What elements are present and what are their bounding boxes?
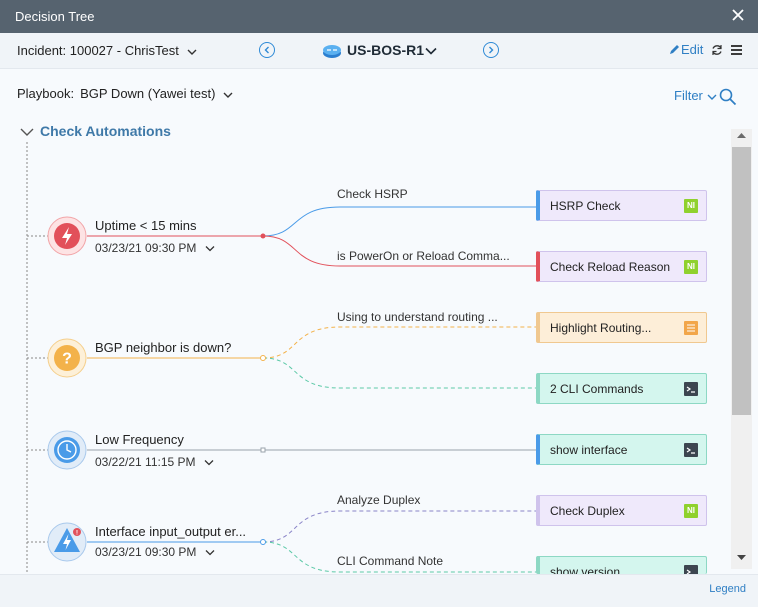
node-title[interactable]: BGP neighbor is down? — [95, 340, 232, 355]
chevron-down-icon — [707, 94, 717, 100]
svg-text:!: ! — [76, 531, 78, 537]
node-time: 03/23/21 09:30 PM — [95, 545, 197, 559]
chevron-down-icon — [187, 49, 196, 55]
chevron-down-icon[interactable] — [425, 47, 437, 55]
ni-icon: NI — [684, 504, 698, 518]
question-node-icon[interactable]: ? — [47, 338, 87, 378]
header-bar: Incident: 100027 - ChrisTest US-BOS-R1 E… — [0, 33, 758, 69]
edge-label: Analyze Duplex — [337, 493, 421, 507]
scrollbar-thumb[interactable] — [732, 147, 751, 415]
chevron-down-icon — [205, 550, 215, 556]
node-time-selector[interactable]: 03/23/21 09:30 PM — [95, 545, 215, 559]
action-label: HSRP Check — [550, 199, 621, 213]
node-time-selector[interactable]: 03/23/21 09:30 PM — [95, 241, 215, 255]
action-label: Highlight Routing... — [550, 321, 652, 335]
action-check-duplex[interactable]: Check Duplex NI — [536, 495, 707, 526]
device-name[interactable]: US-BOS-R1 — [347, 42, 425, 58]
edit-label: Edit — [681, 42, 704, 57]
footer-bar: Legend — [0, 574, 758, 607]
section-title: Check Automations — [40, 123, 171, 139]
next-device-button[interactable] — [483, 42, 499, 58]
action-2-cli-commands[interactable]: 2 CLI Commands — [536, 373, 707, 404]
chevron-down-icon — [204, 460, 214, 466]
chevron-down-icon — [205, 246, 215, 252]
decision-tree-panel: Playbook: BGP Down (Yawei test) Filter Ch… — [0, 69, 758, 579]
vertical-scrollbar[interactable] — [731, 129, 752, 569]
action-highlight-routing[interactable]: Highlight Routing... — [536, 312, 707, 343]
node-time: 03/23/21 09:30 PM — [95, 241, 197, 255]
chevron-right-icon — [489, 46, 494, 54]
playbook-selector[interactable]: Playbook: BGP Down (Yawei test) — [17, 86, 233, 101]
scroll-up-arrow-icon[interactable] — [736, 132, 747, 139]
action-hsrp-check[interactable]: HSRP Check NI — [536, 190, 707, 221]
terminal-icon — [684, 443, 698, 457]
chevron-left-icon — [264, 46, 269, 54]
terminal-icon — [684, 565, 698, 575]
playbook-value: BGP Down (Yawei test) — [80, 86, 216, 101]
clock-node-icon[interactable] — [47, 430, 87, 470]
node-title[interactable]: Uptime < 15 mins — [95, 218, 197, 233]
close-icon[interactable] — [731, 8, 745, 22]
filter-button[interactable]: Filter — [674, 88, 717, 103]
menu-icon[interactable] — [731, 45, 742, 55]
node-time-selector[interactable]: 03/22/21 11:15 PM — [95, 455, 214, 469]
svg-text:?: ? — [62, 351, 72, 368]
node-time: 03/22/21 11:15 PM — [95, 455, 196, 469]
interface-alert-node-icon[interactable]: ! — [47, 522, 87, 562]
pencil-icon — [670, 45, 679, 54]
node-title[interactable]: Low Frequency — [95, 432, 184, 447]
chevron-down-icon — [223, 92, 233, 98]
alert-node-icon[interactable] — [47, 216, 87, 256]
refresh-icon[interactable] — [711, 44, 723, 56]
action-label: show interface — [550, 443, 628, 457]
tree-connectors: ? ! — [26, 142, 536, 574]
section-check-automations[interactable]: Check Automations — [20, 123, 171, 139]
playbook-label: Playbook: — [17, 86, 75, 101]
action-show-version[interactable]: show version — [536, 556, 707, 579]
search-icon[interactable] — [719, 88, 737, 106]
action-label: Check Reload Reason — [550, 260, 671, 274]
edge-label: Check HSRP — [337, 187, 408, 201]
incident-label: Incident: 100027 - ChrisTest — [17, 43, 179, 58]
window-title: Decision Tree — [15, 9, 95, 24]
chevron-down-icon — [20, 128, 34, 137]
filter-label: Filter — [674, 88, 703, 103]
highlight-icon — [684, 321, 698, 335]
action-label: Check Duplex — [550, 504, 625, 518]
action-show-interface[interactable]: show interface — [536, 434, 707, 465]
incident-selector[interactable]: Incident: 100027 - ChrisTest — [17, 43, 197, 58]
edge-label: CLI Command Note — [337, 554, 444, 568]
edit-button[interactable]: Edit — [669, 42, 703, 57]
title-bar: Decision Tree — [0, 0, 758, 33]
ni-icon: NI — [684, 260, 698, 274]
ni-icon: NI — [684, 199, 698, 213]
router-icon — [323, 45, 341, 58]
node-title[interactable]: Interface input_output er... — [95, 524, 247, 539]
terminal-icon — [684, 382, 698, 396]
scroll-down-arrow-icon[interactable] — [736, 554, 747, 561]
edge-label: is PowerOn or Reload Comma... — [337, 249, 510, 263]
legend-link[interactable]: Legend — [709, 583, 746, 595]
action-check-reload-reason[interactable]: Check Reload Reason NI — [536, 251, 707, 282]
action-label: 2 CLI Commands — [550, 382, 644, 396]
edge-label: Using to understand routing ... — [337, 310, 498, 324]
prev-device-button[interactable] — [259, 42, 275, 58]
